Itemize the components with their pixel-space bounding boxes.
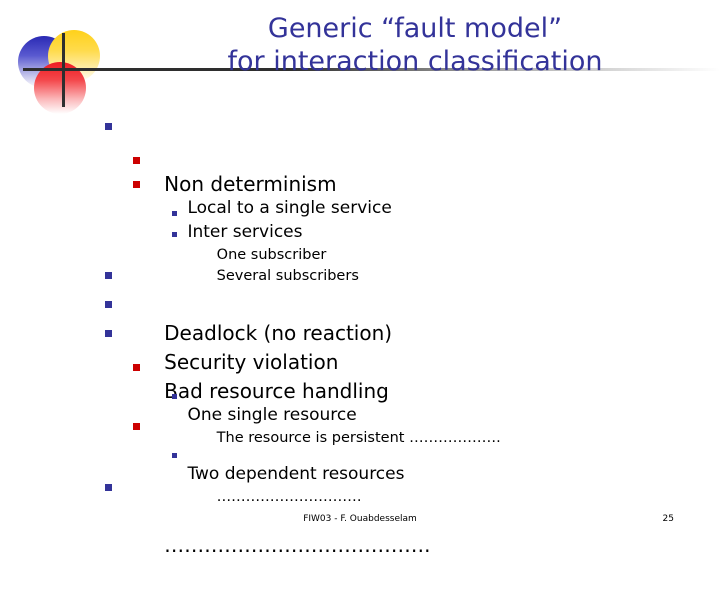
- list-item-label: One single resource: [187, 405, 357, 425]
- slide: Generic “fault model” for interaction cl…: [0, 12, 720, 557]
- header-divider-line: [23, 68, 720, 71]
- list-item: ………………………………….: [0, 473, 720, 557]
- bullet-list: Non determinism Local to a single servic…: [0, 112, 720, 557]
- list-item: Inter services: [0, 172, 720, 242]
- bullet-square-icon: [133, 364, 140, 371]
- bullet-square-icon: [172, 453, 177, 458]
- bullet-square-icon: [105, 272, 112, 279]
- page-title-line-2: for interaction classification: [227, 46, 603, 77]
- bullet-square-icon: [172, 232, 177, 237]
- bullet-square-icon: [105, 301, 112, 308]
- list-item-label: Local to a single service: [187, 198, 392, 218]
- list-item-label: Security violation: [164, 350, 339, 374]
- bullet-square-icon: [133, 423, 140, 430]
- bullet-square-icon: [105, 330, 112, 337]
- list-item: Deadlock (no reaction): [0, 261, 720, 345]
- list-item: Several subscribers: [0, 224, 720, 284]
- footer-text: FIW03 - F. Ouabdesselam: [303, 514, 417, 524]
- bullet-square-icon: [133, 157, 140, 164]
- list-item-label: ………………………………….: [164, 533, 431, 557]
- list-item-label: Several subscribers: [216, 268, 359, 284]
- list-item: Bad resource handling: [0, 319, 720, 403]
- list-item-label: Non determinism: [164, 172, 337, 196]
- list-item: …………………………: [0, 445, 720, 505]
- list-item: Two dependent resources: [0, 414, 720, 484]
- list-item: Security violation: [0, 290, 720, 374]
- list-item: Local to a single service: [0, 148, 720, 218]
- list-item: One single resource: [0, 355, 720, 425]
- list-item: One subscriber: [0, 203, 720, 263]
- list-item-label: Two dependent resources: [187, 464, 405, 484]
- bullet-square-icon: [172, 211, 177, 216]
- list-item-label: The resource is persistent ……………….: [216, 430, 501, 446]
- logo: [14, 22, 110, 114]
- list-item-label: Bad resource handling: [164, 379, 389, 403]
- page-title: Generic “fault model” for interaction cl…: [120, 12, 710, 78]
- list-item-label: …………………………: [216, 489, 362, 505]
- bullet-square-icon: [172, 394, 177, 399]
- bullet-square-icon: [105, 484, 112, 491]
- list-item-label: Deadlock (no reaction): [164, 321, 393, 345]
- slide-footer: FIW03 - F. Ouabdesselam 25: [0, 512, 720, 534]
- list-item: Non determinism: [0, 112, 720, 196]
- bullet-square-icon: [133, 181, 140, 188]
- list-item-label: Inter services: [187, 222, 303, 242]
- page-title-line-1: Generic “fault model”: [267, 13, 563, 44]
- list-item: The resource is persistent ……………….: [0, 386, 720, 446]
- list-item-label: One subscriber: [216, 247, 327, 263]
- bullet-square-icon: [105, 123, 112, 130]
- page-number: 25: [662, 514, 674, 524]
